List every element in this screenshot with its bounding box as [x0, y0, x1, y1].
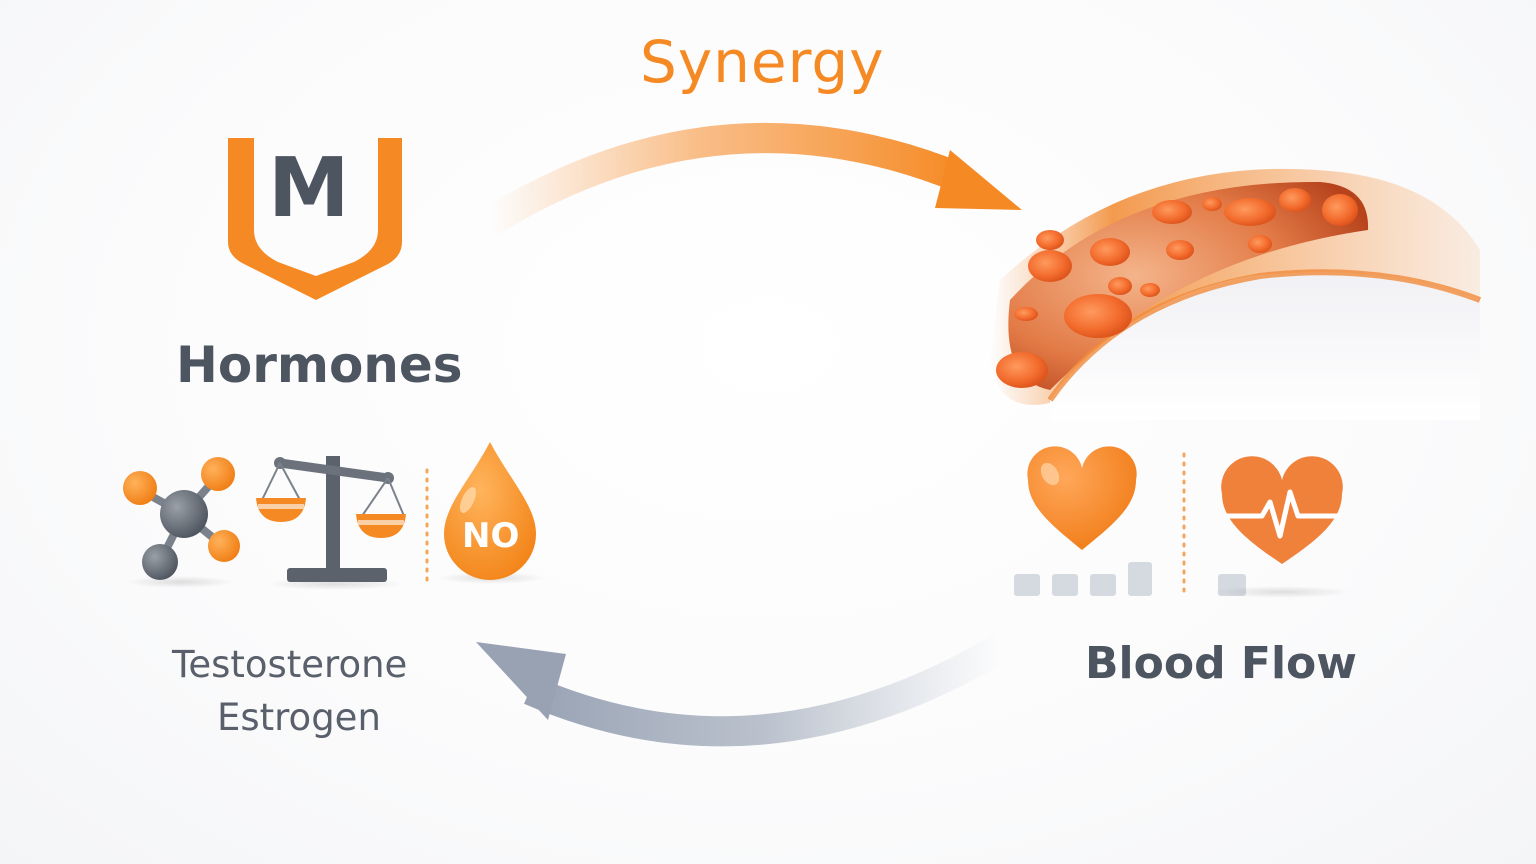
- heartbeat-icon: [1212, 456, 1352, 598]
- m-shield-logo-icon: [228, 138, 402, 300]
- nitric-oxide-drop-icon: [437, 442, 547, 584]
- molecule-icon: [123, 457, 240, 588]
- heart-icon: [1027, 446, 1137, 550]
- blood-vessel-icon: [990, 168, 1482, 420]
- logo-letter: M: [268, 141, 350, 236]
- balance-scale-icon: [256, 456, 406, 590]
- return-arrow-icon: [476, 635, 1008, 747]
- title-synergy: Synergy: [640, 28, 885, 96]
- hormone-item-estrogen: Estrogen: [217, 696, 381, 739]
- blood-flow-heading: Blood Flow: [1085, 638, 1357, 689]
- hormones-heading: Hormones: [176, 336, 463, 394]
- bar-indicator-icon: [1014, 562, 1246, 596]
- nitric-oxide-label: NO: [462, 516, 520, 556]
- hormone-item-testosterone: Testosterone: [172, 643, 408, 686]
- synergy-arrow-icon: [482, 123, 1022, 235]
